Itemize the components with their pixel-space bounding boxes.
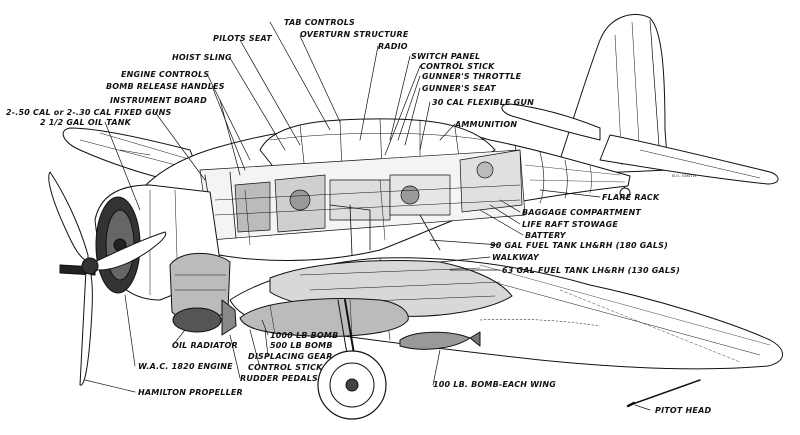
label-hamilton-propeller: HAMILTON PROPELLER bbox=[138, 388, 243, 397]
label-fuel-tank-90: 90 GAL FUEL TANK LH&RH (180 GALS) bbox=[490, 241, 668, 250]
label-engine-controls: ENGINE CONTROLS bbox=[121, 70, 210, 79]
label-oil-radiator: OIL RADIATOR bbox=[172, 341, 238, 350]
label-30cal-flexible-gun: 30 CAL FLEXIBLE GUN bbox=[432, 98, 535, 107]
label-radio: RADIO bbox=[378, 42, 408, 51]
leader-lines bbox=[84, 21, 651, 411]
label-gunners-throttle: GUNNER'S THROTTLE bbox=[422, 72, 522, 81]
label-switch-panel: SWITCH PANEL bbox=[411, 52, 481, 61]
tail-section bbox=[501, 14, 779, 199]
label-bomb-release-handles: BOMB RELEASE HANDLES bbox=[106, 82, 225, 91]
label-fixed-guns: 2-.50 CAL or 2-.30 CAL FIXED GUNS bbox=[6, 108, 172, 117]
label-ammunition: AMMUNITION bbox=[455, 120, 518, 129]
label-oil-tank: 2 1/2 GAL OIL TANK bbox=[40, 118, 132, 127]
label-pilots-seat: PILOTS SEAT bbox=[213, 34, 272, 43]
label-battery: BATTERY bbox=[525, 231, 566, 240]
label-500lb-bomb: 500 LB BOMB bbox=[270, 341, 333, 350]
label-gunners-seat: GUNNER'S SEAT bbox=[422, 84, 496, 93]
label-baggage-compartment: BAGGAGE COMPARTMENT bbox=[522, 208, 642, 217]
label-100lb-bomb-each-wing: 100 LB. BOMB-EACH WING bbox=[433, 380, 557, 389]
label-1000lb-bomb: 1000 LB BOMB bbox=[270, 331, 339, 340]
label-fuel-tank-63: 63 GAL FUEL TANK LH&RH (130 GALS) bbox=[502, 266, 680, 275]
label-walkway: WALKWAY bbox=[492, 253, 539, 262]
label-displacing-gear: DISPLACING GEAR bbox=[248, 352, 333, 361]
label-control-stick-upper: CONTROL STICK bbox=[420, 62, 495, 71]
label-life-raft-stowage: LIFE RAFT STOWAGE bbox=[522, 220, 619, 229]
label-tab-controls: TAB CONTROLS bbox=[284, 18, 355, 27]
label-control-stick-lower: CONTROL STICK bbox=[248, 363, 323, 372]
main-bomb bbox=[221, 298, 409, 337]
label-hoist-sling: HOIST SLING bbox=[172, 53, 232, 62]
label-pitot-head: PITOT HEAD bbox=[655, 406, 712, 415]
label-rudder-pedals: RUDDER PEDALS bbox=[240, 374, 318, 383]
label-overturn-structure: OVERTURN STRUCTURE bbox=[300, 30, 409, 39]
interior-cutaway bbox=[199, 149, 526, 256]
landing-gear bbox=[317, 299, 387, 420]
propeller bbox=[48, 171, 167, 386]
label-wac-engine: W.A.C. 1820 ENGINE bbox=[138, 362, 233, 371]
label-instrument-board: INSTRUMENT BOARD bbox=[110, 96, 208, 105]
label-flare-rack: FLARE RACK bbox=[602, 193, 660, 202]
oil-radiator bbox=[169, 252, 231, 333]
pitot-head bbox=[626, 379, 701, 408]
artist-signature: R.G. SMITH bbox=[672, 173, 697, 178]
